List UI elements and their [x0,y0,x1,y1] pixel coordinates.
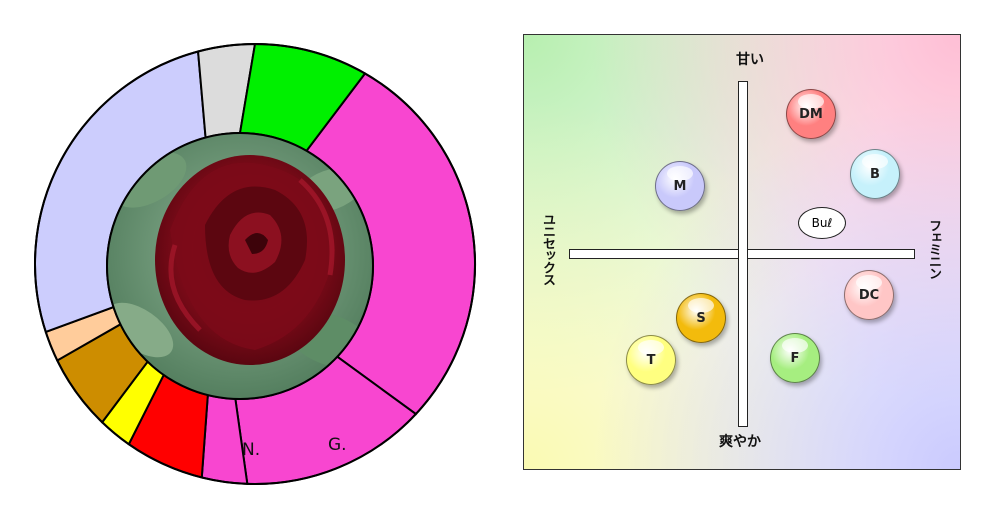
ball-b-label: B [870,166,880,182]
axis-label-fresh: 爽やか [719,434,761,450]
ball-s: S [676,293,726,343]
ball-f-label: F [790,350,800,366]
bubble-bul-label: Buℓ [811,216,833,230]
bubble-bul: Buℓ [798,207,846,239]
ball-t-label: T [646,352,656,368]
ball-dc-label: DC [858,287,880,303]
ball-dm-label: DM [799,106,823,122]
ball-f: F [770,333,820,383]
axis-label-unisex: ユニセックス [540,213,555,285]
ball-b: B [850,149,900,199]
segment-g-label: G. [328,435,347,455]
segment-n-label: N. [242,440,260,460]
ball-m: M [655,161,705,211]
axis-label-sweet: 甘い [736,52,764,68]
ball-m-label: M [673,178,687,194]
ball-s-label: S [696,310,706,326]
positioning-map: 甘い 爽やか ユニセックス フェミニン Buℓ DM B M DC S T F [523,34,961,470]
ball-dm: DM [786,89,836,139]
fragrance-wheel: C.G.N. [34,42,476,485]
ball-dc: DC [844,270,894,320]
vertical-axis [738,81,748,427]
axis-label-feminine: フェミニン [926,219,941,279]
ball-t: T [626,335,676,385]
